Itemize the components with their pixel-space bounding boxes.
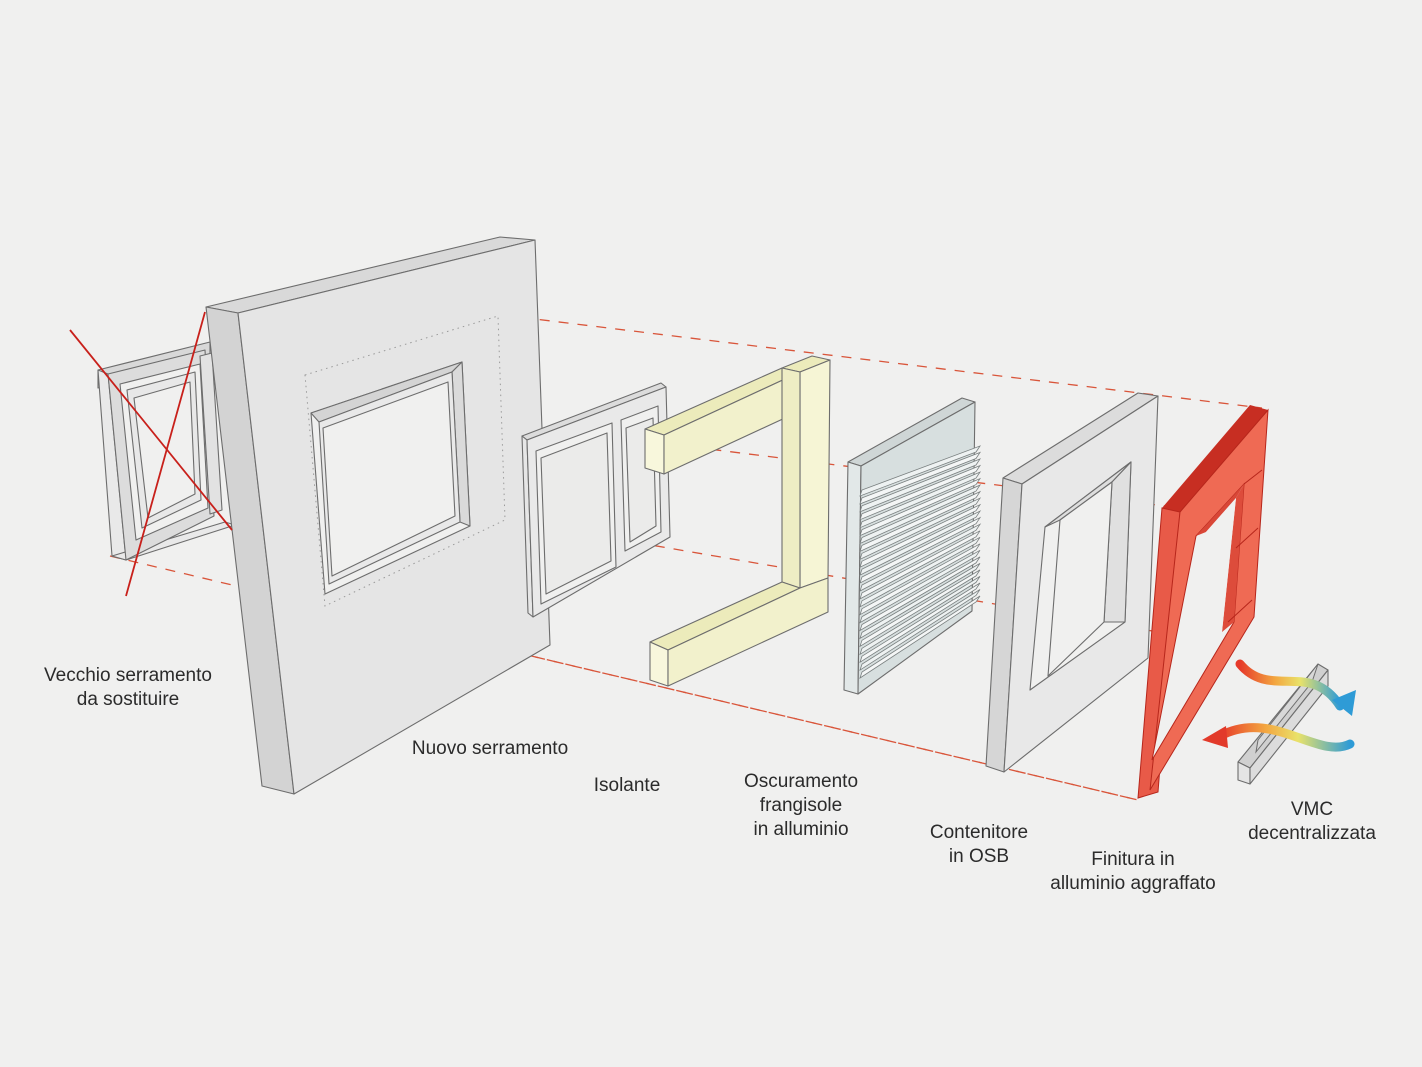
louver-slat	[859, 510, 982, 576]
louver-slats	[859, 445, 982, 679]
louver-slat	[859, 536, 981, 608]
louver-slat	[859, 503, 982, 568]
louver-slat	[859, 471, 982, 529]
louver-slat	[859, 549, 981, 624]
label-insulation: Isolante	[593, 775, 661, 796]
insulation	[644, 355, 831, 687]
aluminium-finish	[1137, 405, 1269, 799]
label-old-window: Vecchio serramento da sostituire	[44, 665, 212, 710]
louver-slat	[859, 490, 982, 553]
louver-slat	[859, 484, 982, 545]
cross-out-mark	[69, 311, 233, 597]
cool-to-warm-arrow	[1215, 723, 1355, 752]
warm-arrowhead	[1202, 726, 1228, 748]
louver-slat	[859, 445, 982, 497]
louver-slat	[859, 458, 982, 513]
louver-slat	[859, 477, 982, 537]
label-finish: Finitura in alluminio aggraffato	[1050, 849, 1216, 894]
warm-to-cool-arrow	[1235, 659, 1345, 711]
louver-slat	[859, 451, 982, 505]
wall-panel	[205, 236, 551, 795]
louver-slat	[859, 556, 981, 632]
louver-slat	[859, 576, 981, 656]
louver-slat	[859, 569, 981, 648]
label-new-window: Nuovo serramento	[411, 738, 569, 759]
louver-slat	[859, 497, 982, 561]
label-shading: Oscuramento frangisole in alluminio	[743, 771, 859, 840]
cool-arrowhead	[1332, 690, 1356, 716]
old-window	[97, 341, 236, 561]
label-osb: Contenitore in OSB	[929, 822, 1029, 867]
louver-slat	[859, 543, 981, 616]
label-vmc: VMC decentralizzata	[1248, 799, 1376, 844]
window-frame	[521, 382, 671, 618]
osb-container	[985, 392, 1159, 773]
louver-slat	[859, 589, 981, 672]
louver-slat	[859, 516, 982, 584]
louver-slat	[859, 563, 981, 640]
louver-slat	[859, 595, 981, 679]
louver-shading	[843, 397, 982, 695]
louver-slat	[859, 464, 982, 521]
louver-slat	[859, 582, 981, 664]
airflow-arrows	[1202, 659, 1356, 752]
louver-slat	[859, 530, 981, 600]
louver-slat	[859, 523, 982, 592]
